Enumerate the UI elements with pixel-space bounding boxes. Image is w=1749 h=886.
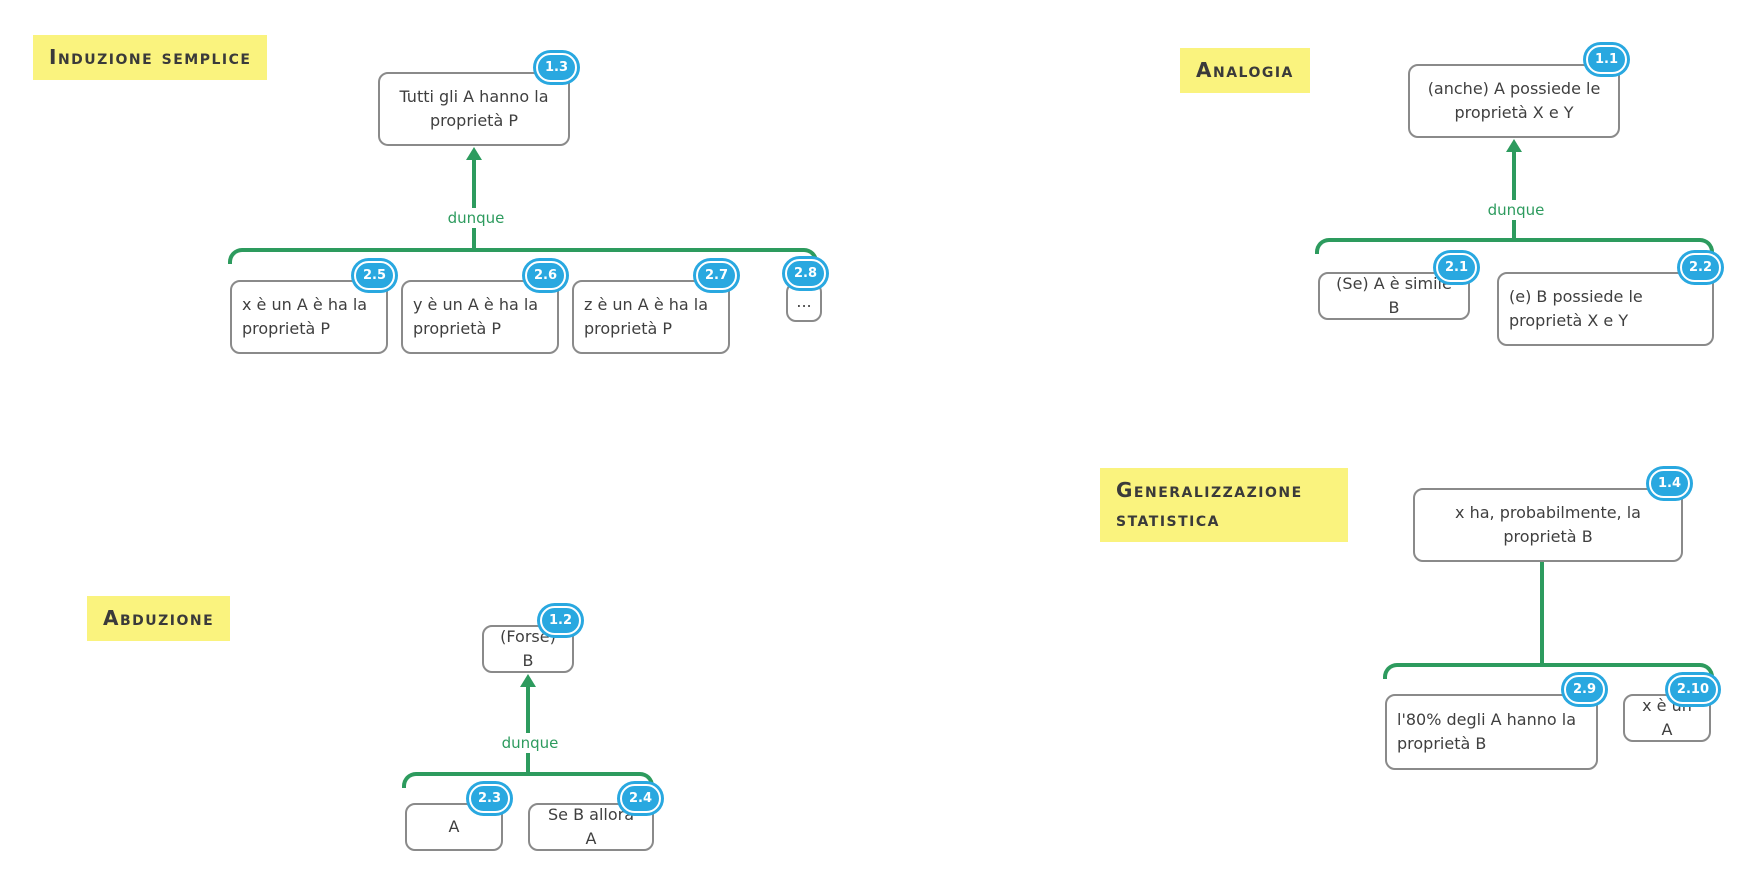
conclusion-box-1-4[interactable]: 1.4 x ha, probabilmente, la proprietà B	[1413, 469, 1690, 562]
premise-box-2-8[interactable]: 2.8 ...	[784, 259, 826, 322]
arrow-up-icon	[520, 674, 536, 687]
node-badge-1-4[interactable]: 1.4	[1648, 469, 1690, 498]
arrow-up-icon	[466, 147, 482, 160]
premise-box-2-10[interactable]: 2.10 x è un A	[1623, 675, 1718, 742]
premise-text-2-9: l'80% degli A hanno la proprietà B	[1397, 710, 1577, 753]
node-badge-1-2[interactable]: 1.2	[539, 606, 581, 635]
node-badge-2-6[interactable]: 2.6	[524, 261, 566, 290]
premise-text-2-3: A	[448, 817, 460, 836]
premise-bracket	[402, 772, 654, 788]
conclusion-text-1-1: (anche) A possiede le proprietà X e Y	[1427, 79, 1601, 122]
node-badge-2-7[interactable]: 2.7	[695, 261, 737, 290]
premise-bracket	[228, 248, 818, 264]
conclusion-box-1-3[interactable]: 1.3 Tutti gli A hanno la proprietà P	[378, 53, 577, 146]
premise-box-2-4[interactable]: 2.4 Se B allora A	[528, 784, 661, 851]
node-badge-2-8[interactable]: 2.8	[784, 259, 826, 288]
node-badge-2-1[interactable]: 2.1	[1435, 253, 1477, 282]
node-badge-2-5[interactable]: 2.5	[353, 261, 395, 290]
connector-line	[1512, 150, 1516, 240]
conclusion-box-1-2[interactable]: 1.2 (Forse) B	[482, 606, 581, 673]
premise-text-2-5: x è un A è ha la proprietà P	[242, 295, 368, 338]
section-label-induzione[interactable]: Induzione semplice	[33, 35, 268, 80]
connector-label-dunque: dunque	[443, 208, 509, 228]
connector-line	[472, 158, 476, 250]
conclusion-text-1-3: Tutti gli A hanno la proprietà P	[399, 87, 549, 130]
section-label-generalizzazione[interactable]: Generalizzazione statistica	[1100, 468, 1348, 542]
node-badge-2-2[interactable]: 2.2	[1679, 253, 1721, 282]
premise-box-2-1[interactable]: 2.1 (Se) A è simile B	[1318, 253, 1477, 320]
node-badge-2-10[interactable]: 2.10	[1667, 675, 1718, 704]
premise-bracket	[1315, 238, 1714, 254]
premise-text-2-6: y è un A è ha la proprietà P	[413, 295, 539, 338]
section-label-abduzione[interactable]: Abduzione	[87, 596, 231, 641]
premise-text-2-1: (Se) A è simile B	[1336, 274, 1452, 317]
node-badge-1-1[interactable]: 1.1	[1585, 45, 1627, 74]
conclusion-text-1-4: x ha, probabilmente, la proprietà B	[1455, 503, 1641, 546]
node-badge-2-9[interactable]: 2.9	[1563, 675, 1605, 704]
node-badge-1-3[interactable]: 1.3	[535, 53, 577, 82]
premise-box-2-2[interactable]: 2.2 (e) B possiede le proprietà X e Y	[1497, 253, 1721, 346]
premise-box-2-9[interactable]: 2.9 l'80% degli A hanno la proprietà B	[1385, 675, 1605, 770]
premise-bracket	[1383, 663, 1714, 679]
premise-box-2-7[interactable]: 2.7 z è un A è ha la proprietà P	[572, 261, 737, 354]
node-badge-2-3[interactable]: 2.3	[468, 784, 510, 813]
connector-line	[526, 685, 530, 774]
premise-text-2-4: Se B allora A	[547, 805, 634, 848]
connector-line	[1540, 562, 1544, 665]
premise-text-2-2: (e) B possiede le proprietà X e Y	[1509, 287, 1643, 330]
section-label-analogia[interactable]: Analogia	[1180, 48, 1310, 93]
premise-text-2-7: z è un A è ha la proprietà P	[584, 295, 709, 338]
premise-text-2-8: ...	[796, 292, 812, 311]
premise-box-2-6[interactable]: 2.6 y è un A è ha la proprietà P	[401, 261, 566, 354]
premise-box-2-5[interactable]: 2.5 x è un A è ha la proprietà P	[230, 261, 395, 354]
premise-box-2-3[interactable]: 2.3 A	[405, 784, 510, 851]
connector-label-dunque: dunque	[1483, 200, 1549, 220]
connector-label-dunque: dunque	[497, 733, 563, 753]
conclusion-text-1-2: (Forse) B	[500, 627, 556, 670]
arrow-up-icon	[1506, 139, 1522, 152]
conclusion-box-1-1[interactable]: 1.1 (anche) A possiede le proprietà X e …	[1408, 45, 1627, 138]
node-badge-2-4[interactable]: 2.4	[619, 784, 661, 813]
